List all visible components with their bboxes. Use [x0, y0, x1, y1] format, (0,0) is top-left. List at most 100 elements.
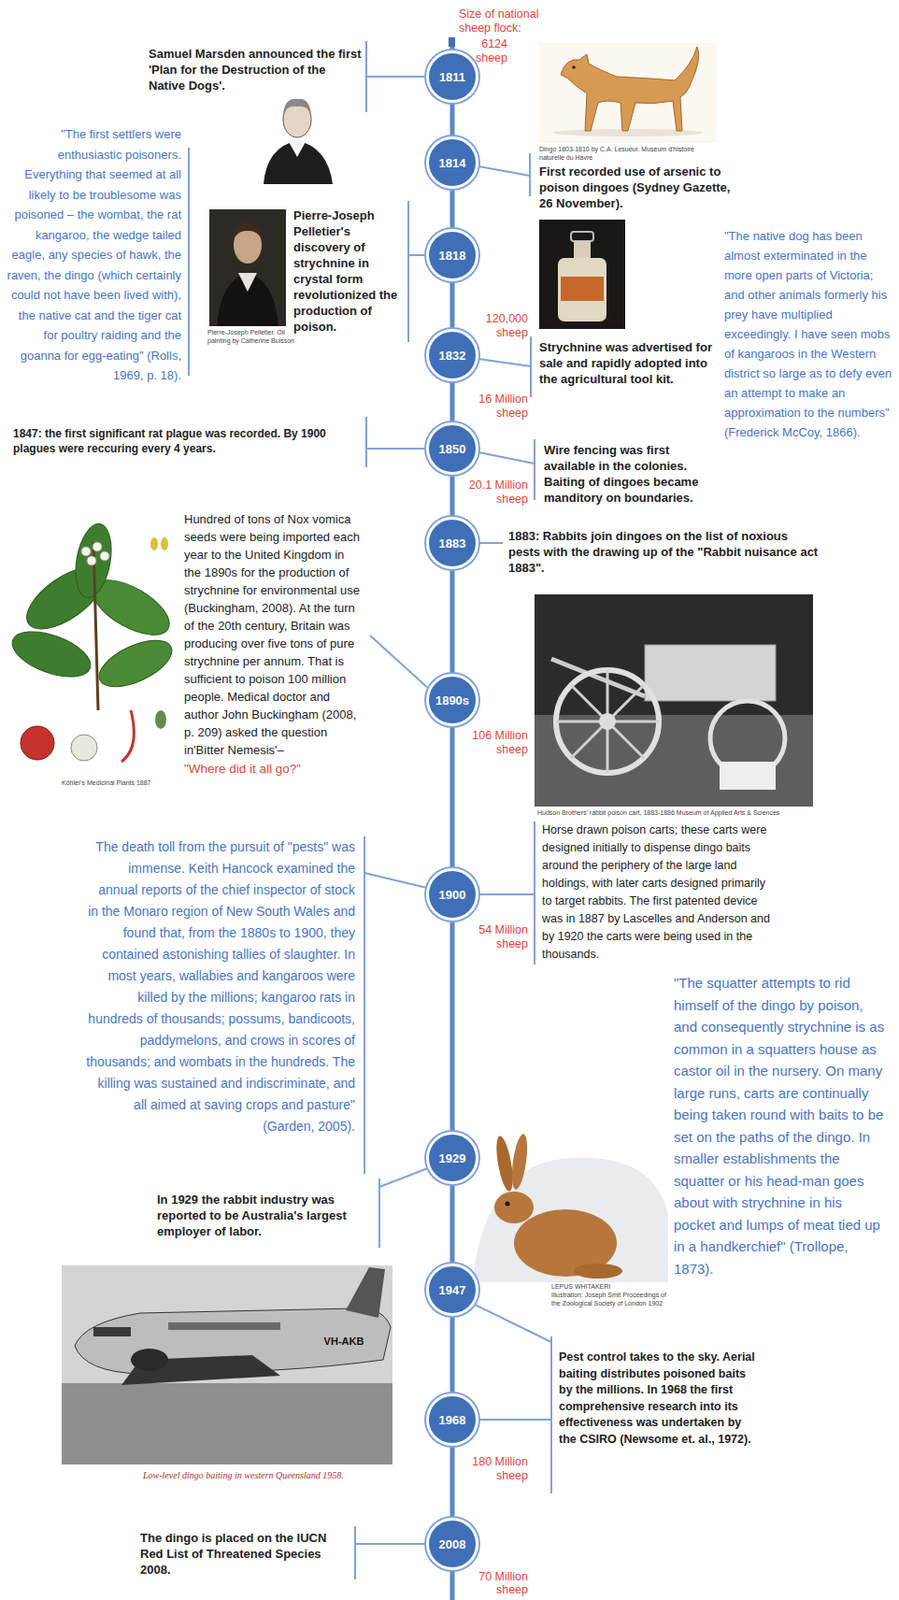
- year-circle: 1850: [426, 422, 479, 475]
- sheep-count: 106 Million sheep: [458, 728, 528, 757]
- event-text: Pest control takes to the sky. Aerial ba…: [558, 1349, 756, 1448]
- question-text: "Where did it all go?": [184, 760, 364, 778]
- aside-text: Hundred of tons of Nox vomica seeds were…: [184, 510, 364, 759]
- year-circle: 1890s: [426, 673, 479, 727]
- timeline-segment: [450, 920, 456, 1132]
- quote-text: "The squatter attempts to rid himself of…: [673, 971, 887, 1280]
- event-text: Wire fencing was first available in the …: [543, 442, 722, 506]
- dingo-illustration-part: [539, 42, 717, 143]
- event-text: In 1929 the rabbit industry was reported…: [156, 1191, 368, 1240]
- year-circle: 1814: [426, 136, 479, 189]
- year-text: 1811: [439, 70, 466, 85]
- leader-line-part: [366, 41, 427, 113]
- leader-line-part: [478, 542, 503, 544]
- image-caption: Hudson Brothers' rabbit poison cart, 188…: [537, 809, 814, 818]
- nux-vomica-illustration-part: [81, 546, 91, 557]
- timeline-segment: [450, 1445, 456, 1518]
- pelletier-portrait-part: [209, 209, 286, 327]
- event-text: First recorded use of arsenic to poison …: [539, 163, 731, 212]
- image-caption: Dingo 1803-1810 by C.A. Lesueur. Muséum …: [539, 145, 717, 162]
- pelletier-portrait-part: [238, 272, 257, 292]
- image-caption: Köhler's Medicinal Plants 1887: [61, 779, 184, 788]
- year-circle: 2008: [426, 1517, 479, 1570]
- year-text: 1890s: [435, 693, 470, 708]
- year-circle: 1900: [426, 868, 479, 921]
- marsden-portrait-part: [283, 99, 312, 115]
- nux-vomica-illustration-part: [150, 537, 158, 551]
- quote-text: "The first settlers were enthusiastic po…: [3, 124, 182, 386]
- leader-line-part: [355, 1526, 427, 1580]
- timeline-segment: [450, 474, 456, 517]
- timeline-segment: [450, 102, 456, 137]
- nux-vomica-illustration-part: [92, 630, 179, 697]
- image-caption: Illustration: Joseph Smit Proceedings of…: [551, 1291, 669, 1308]
- nux-vomica-illustration-part: [71, 734, 98, 761]
- dingo-illustration-part: [571, 65, 576, 70]
- aerial-baiting-photo-part: [130, 1348, 169, 1371]
- poison-cart-photo-part: [556, 670, 659, 773]
- rabbit-illustration-part: [509, 1132, 530, 1190]
- timeline-segment: [450, 569, 456, 674]
- year-text: 1814: [439, 156, 467, 171]
- leader-line-part: [478, 336, 531, 398]
- year-text: 1929: [439, 1151, 467, 1166]
- aerial-baiting-photo-part: [345, 1267, 386, 1318]
- rabbit-illustration-part: [573, 1263, 623, 1279]
- event-text: The dingo is placed on the IUCN Red List…: [140, 1529, 348, 1578]
- dingo-illustration-part: [560, 46, 700, 131]
- nux-vomica-illustration-part: [92, 542, 102, 552]
- image-caption: Pierre-Joseph Pelletier. Oil painting by…: [207, 328, 301, 345]
- sheep-count: 54 Million sheep: [458, 923, 528, 952]
- year-text: 1832: [439, 348, 467, 363]
- event-text: 1847: the first significant rat plague w…: [13, 426, 361, 457]
- marsden-portrait-part: [287, 140, 307, 157]
- nux-vomica-illustration-part: [93, 542, 99, 711]
- strychnine-bottle-part: [570, 231, 594, 242]
- poison-cart-photo-part: [556, 670, 659, 773]
- aerial-baiting-photo: [61, 1265, 393, 1465]
- aircraft-registration: VH-AKB: [318, 1334, 370, 1348]
- timeline-cap: [448, 37, 456, 47]
- timeline-segment: [450, 281, 456, 329]
- year-text: 1883: [439, 536, 467, 551]
- year-circle: 1811: [426, 50, 479, 103]
- year-circle: 1818: [426, 228, 479, 282]
- nux-vomica-illustration-part: [6, 622, 97, 686]
- nux-vomica-illustration-part: [155, 710, 167, 729]
- event-text: Pierre-Joseph Pelletier's discovery of s…: [293, 207, 402, 335]
- event-text: Strychnine was advertised for sale and r…: [539, 339, 717, 387]
- nux-vomica-illustration-part: [99, 551, 110, 561]
- poison-cart-photo-part: [644, 644, 776, 701]
- timeline-stub-part: [450, 1569, 456, 1600]
- timeline-segment: [450, 1184, 456, 1264]
- poison-cart-photo-part-part: [570, 684, 644, 758]
- year-circle: 1832: [426, 328, 479, 382]
- nux-vomica-illustration-part: [121, 710, 134, 762]
- timeline-segment: [450, 1315, 456, 1394]
- nux-vomica-illustration-part: [160, 537, 169, 551]
- year-text: 1968: [439, 1412, 467, 1427]
- poison-cart-photo-part: [534, 594, 814, 807]
- aside-text: Horse drawn poison carts; these carts we…: [542, 821, 776, 964]
- pelletier-portrait-part: [216, 272, 279, 327]
- poison-cart-photo: [534, 594, 814, 807]
- year-text: 1900: [439, 887, 467, 902]
- sheep-heading: Size of national sheep flock:: [458, 7, 564, 36]
- year-text: 2008: [439, 1537, 467, 1552]
- sheep-count: 70 Million sheep: [458, 1569, 528, 1597]
- strychnine-bottle-part: [573, 241, 591, 260]
- timeline-segment: [450, 381, 456, 423]
- strychnine-bottle-part: [560, 276, 604, 301]
- marsden-portrait-part: [263, 140, 333, 185]
- sheep-count: 6124 sheep: [458, 37, 508, 66]
- rabbit-illustration-part: [493, 1134, 516, 1193]
- sheep-count: 120,000 sheep: [458, 312, 528, 341]
- nux-vomica-illustration-part: [20, 726, 55, 760]
- poison-cart-photo-part: [599, 713, 616, 730]
- marsden-portrait: [263, 99, 333, 185]
- poison-cart-photo-part: [719, 761, 776, 790]
- year-circle: 1968: [426, 1393, 479, 1446]
- rabbit-illustration-part: [505, 1201, 511, 1207]
- strychnine-bottle-part: [539, 219, 626, 329]
